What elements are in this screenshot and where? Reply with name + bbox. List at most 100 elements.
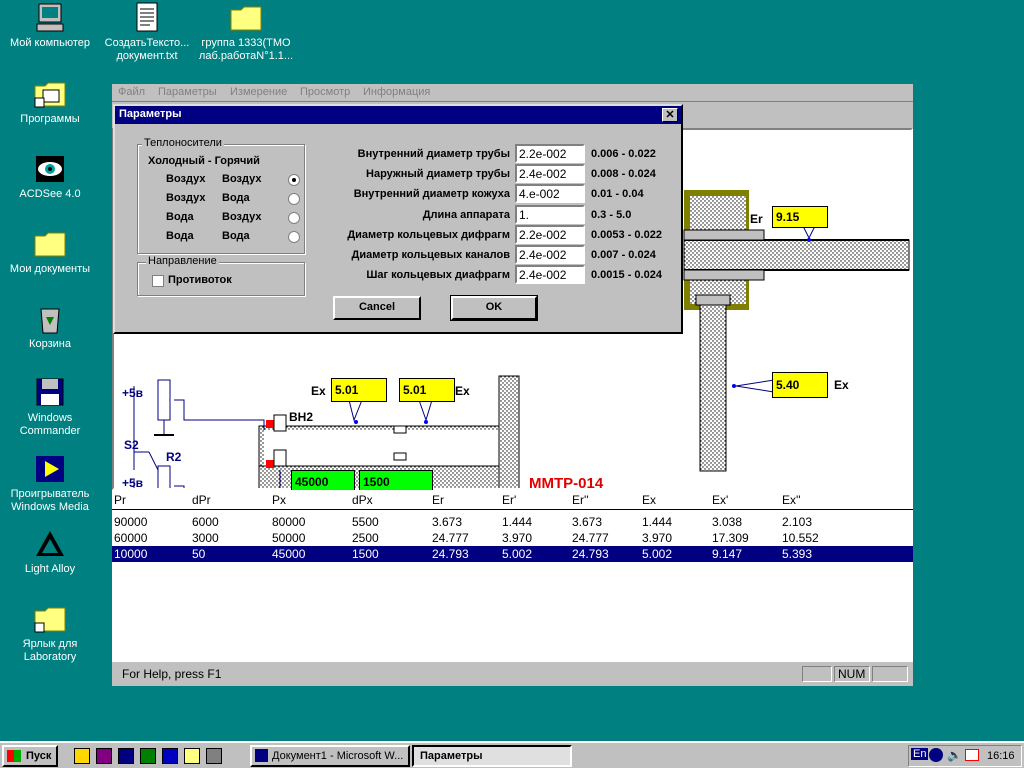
quicklaunch-excel-icon[interactable] — [140, 748, 156, 764]
desktop-icon-label: Мой компьютер — [9, 37, 91, 49]
param-range: 0.0015 - 0.024 — [591, 269, 662, 281]
desktop-icon-programs[interactable]: Программы — [2, 78, 98, 126]
table-cell: 3.038 — [712, 515, 743, 529]
menu-parameters[interactable]: Параметры — [158, 86, 217, 98]
desktop-icon-label: Ярлык для Laboratory — [22, 638, 78, 663]
er-label: Er — [750, 212, 763, 226]
cancel-button[interactable]: Cancel — [333, 296, 421, 320]
status-num-indicator: NUM — [834, 666, 870, 682]
desktop-icon-label: Light Alloy — [24, 563, 76, 575]
task-parameters[interactable]: Параметры — [412, 745, 572, 767]
table-cell: 17.309 — [712, 531, 749, 545]
desktop-icon-windows-media[interactable]: Проигрыватель Windows Media — [2, 453, 98, 514]
menu-measurement[interactable]: Измерение — [230, 86, 288, 98]
eye-icon — [33, 153, 67, 185]
carrier-option[interactable]: Вода Воздух — [158, 211, 308, 227]
col-header: Ex'' — [782, 493, 801, 507]
menu-information[interactable]: Информация — [363, 86, 431, 98]
status-bar: For Help, press F1 NUM — [112, 664, 913, 684]
quicklaunch-pen-icon[interactable] — [74, 748, 90, 764]
desktop-icon-text-doc[interactable]: СоздатьТексто... документ.txt — [99, 2, 195, 63]
task-label: Документ1 - Microsoft W... — [272, 750, 404, 762]
ex-value-box-2: 5.01 — [399, 378, 455, 402]
desktop-icon-light-alloy[interactable]: Light Alloy — [2, 528, 98, 576]
quicklaunch-books-icon[interactable] — [162, 748, 178, 764]
mail-icon[interactable] — [965, 749, 979, 761]
desktop-icon-acdsee[interactable]: ACDSee 4.0 — [2, 153, 98, 201]
close-button[interactable]: ✕ — [662, 108, 678, 122]
param-input[interactable]: 2.2e-002 — [515, 144, 585, 163]
param-input[interactable]: 4.e-002 — [515, 184, 585, 203]
counterflow-label[interactable]: Противоток — [168, 274, 232, 286]
param-range: 0.006 - 0.022 — [591, 148, 656, 160]
cold-carrier: Воздух — [166, 173, 206, 185]
table-row[interactable]: 60000 3000 50000 2500 24.777 3.970 24.77… — [112, 530, 913, 546]
table-cell: 50000 — [272, 531, 306, 545]
start-button[interactable]: Пуск — [2, 745, 58, 767]
carrier-radio[interactable] — [288, 174, 300, 186]
status-pane-empty — [872, 666, 908, 682]
computer-icon — [33, 2, 67, 34]
param-label: Диаметр кольцевых дифрагм — [347, 229, 510, 241]
desktop-icon-label: Windows Commander — [19, 412, 81, 437]
language-indicator[interactable]: En — [911, 748, 929, 760]
plus5v-label-2: +5в — [122, 476, 144, 490]
plus5v-label-1: +5в — [122, 386, 144, 400]
carrier-radio[interactable] — [288, 212, 300, 224]
dialog-title-bar[interactable]: Параметры ✕ — [115, 106, 681, 124]
quicklaunch-keyboard-icon[interactable] — [206, 748, 222, 764]
param-input[interactable]: 1. — [515, 205, 585, 224]
quicklaunch-word-icon[interactable] — [118, 748, 134, 764]
carrier-option[interactable]: Воздух Воздух — [158, 173, 308, 189]
desktop-icon-my-documents[interactable]: Мои документы — [2, 228, 98, 276]
table-cell: 24.793 — [432, 547, 469, 561]
volume-icon[interactable]: 🔈 — [947, 748, 962, 762]
direction-group: Направление Противоток — [137, 255, 305, 296]
media-player-icon — [33, 453, 67, 485]
help-icon[interactable] — [929, 748, 943, 762]
menu-view[interactable]: Просмотр — [300, 86, 351, 98]
quicklaunch-edit-icon[interactable] — [184, 748, 200, 764]
model-label: MMTP-014 — [529, 475, 604, 492]
desktop-icon-windows-commander[interactable]: Windows Commander — [2, 377, 98, 438]
carrier-option[interactable]: Воздух Вода — [158, 192, 308, 208]
task-word-document[interactable]: Документ1 - Microsoft W... — [250, 745, 410, 767]
table-cell: 3.970 — [502, 531, 533, 545]
ex-right-label: Ex — [834, 378, 849, 392]
param-input[interactable]: 2.2e-002 — [515, 225, 585, 244]
table-row-selected[interactable]: 10000 50 45000 1500 24.793 5.002 24.793 … — [112, 546, 913, 562]
desktop-icon-my-computer[interactable]: Мой компьютер — [2, 2, 98, 50]
param-label: Диаметр кольцевых каналов — [351, 249, 510, 261]
table-cell: 90000 — [114, 515, 148, 529]
param-input[interactable]: 2.4e-002 — [515, 265, 585, 284]
parameters-dialog: Параметры ✕ Теплоносители Холодный - Гор… — [113, 104, 683, 334]
heat-carriers-group: Теплоносители Холодный - Горячий Воздух … — [137, 137, 308, 254]
param-input[interactable]: 2.4e-002 — [515, 164, 585, 183]
carrier-radio[interactable] — [288, 231, 300, 243]
carrier-radio[interactable] — [288, 193, 300, 205]
desktop-icon-laboratory[interactable]: Ярлык для Laboratory — [2, 603, 98, 664]
desktop-icon-recycle-bin[interactable]: Корзина — [2, 303, 98, 351]
direction-title: Направление — [146, 255, 219, 267]
table-cell: 2.103 — [782, 515, 813, 529]
carrier-option[interactable]: Вода Вода — [158, 230, 308, 246]
table-row[interactable]: 90000 6000 80000 5500 3.673 1.444 3.673 … — [112, 514, 913, 530]
text-file-icon — [130, 2, 164, 34]
table-cell: 2500 — [352, 531, 379, 545]
quicklaunch-paint-icon[interactable] — [96, 748, 112, 764]
hot-carrier: Вода — [222, 192, 250, 204]
col-header: dPx — [352, 493, 373, 507]
param-label: Шаг кольцевых диафрагм — [366, 269, 510, 281]
cold-carrier: Воздух — [166, 192, 206, 204]
desktop-icon-folder-group[interactable]: группа 1333(ТМО лаб.работаN°1.1... — [198, 2, 294, 63]
menu-file[interactable]: Файл — [118, 86, 146, 98]
param-label: Внутренний диаметр трубы — [357, 148, 510, 160]
heat-carriers-title: Теплоносители — [142, 137, 224, 149]
param-range: 0.007 - 0.024 — [591, 249, 656, 261]
cold-carrier: Вода — [166, 211, 194, 223]
table-cell: 3.970 — [642, 531, 673, 545]
param-input[interactable]: 2.4e-002 — [515, 245, 585, 264]
ex-right-value-box: 5.40 — [772, 372, 828, 398]
counterflow-checkbox[interactable] — [152, 275, 164, 287]
ok-button[interactable]: OK — [450, 295, 538, 321]
